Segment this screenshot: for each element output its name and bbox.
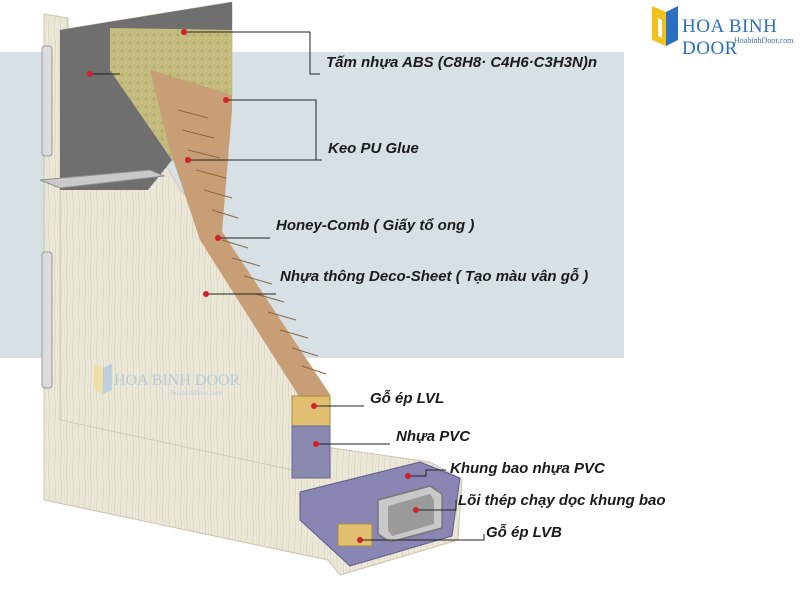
label-honeycomb: Honey-Comb ( Giấy tổ ong ) (276, 217, 475, 234)
brand-website: HoabinhDoor.com (734, 36, 794, 45)
brand-name: HOA BINH DOOR (682, 16, 778, 59)
hinge-top (41, 45, 53, 157)
door-logo-icon (652, 6, 678, 46)
label-lvb: Gỗ ép LVB (486, 524, 562, 541)
pvc-core-block (291, 425, 331, 479)
brand-watermark: HOA BINH DOOR HoabinhDoor.com (92, 358, 242, 408)
lvl-wood-block (291, 395, 331, 427)
hinge-bottom (41, 251, 53, 389)
watermark-brand-name: HOA BINH DOOR (114, 372, 241, 389)
label-pu-glue: Keo PU Glue (328, 140, 419, 157)
label-pvc-frame: Khung bao nhựa PVC (450, 460, 605, 477)
label-deco-sheet: Nhựa thông Deco-Sheet ( Tạo màu vân gỗ ) (280, 268, 589, 285)
label-lvl: Gỗ ép LVL (370, 390, 445, 407)
leader-lines (90, 31, 485, 541)
hinge-arm (39, 169, 166, 189)
label-pvc: Nhựa PVC (396, 428, 471, 445)
lvb-wood-block (337, 523, 373, 547)
label-abs-sheet: Tấm nhựa ABS (C8H8· C4H6·C3H3N)n (326, 54, 598, 71)
watermark-website: HoabinhDoor.com (170, 389, 222, 397)
steel-core-hole (388, 494, 434, 536)
brand-logo: HOA BINH DOOR HoabinhDoor.com (648, 2, 798, 59)
abs-sheet-layer (60, 2, 232, 190)
watermark-logo-icon (94, 364, 112, 394)
honeycomb-cells (177, 109, 327, 375)
label-steel-core: Lõi thép chạy dọc khung bao (458, 492, 666, 509)
callout-markers (87, 29, 419, 543)
